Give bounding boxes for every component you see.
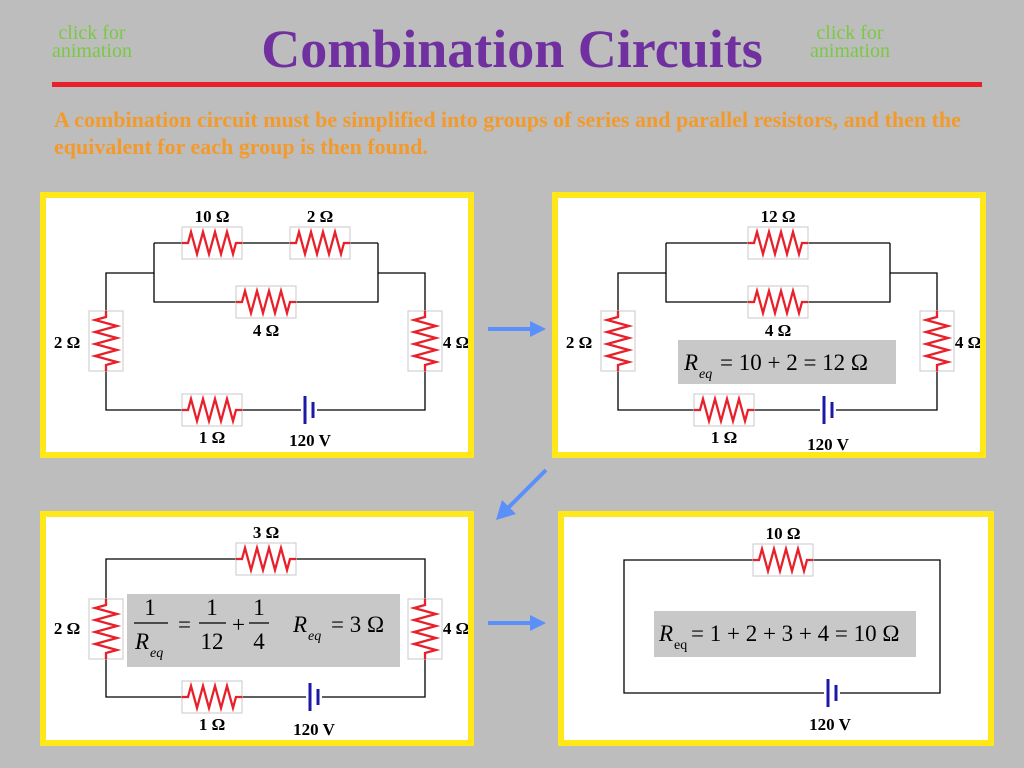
label-2-ohm-left: 2 Ω bbox=[54, 619, 80, 638]
equation-box: R eq = 1 + 2 + 3 + 4 = 10 Ω bbox=[654, 611, 916, 657]
label-1-ohm: 1 Ω bbox=[711, 428, 737, 447]
label-battery-voltage: 120 V bbox=[293, 720, 335, 739]
equation-rhs: = 10 + 2 = 12 Ω bbox=[720, 350, 868, 375]
resistor-3-ohm bbox=[235, 542, 297, 576]
resistor-4-ohm-right bbox=[407, 310, 443, 372]
label-battery-voltage: 120 V bbox=[807, 435, 849, 452]
label-4-ohm-middle: 4 Ω bbox=[253, 321, 279, 340]
resistor-2-ohm-top bbox=[289, 226, 351, 260]
arrow-down-left-icon bbox=[496, 468, 548, 520]
circuit-panel-final: 10 Ω 120 V R eq = 1 + 2 + 3 + 4 = 10 Ω bbox=[558, 511, 994, 746]
equation-subscript: eq bbox=[699, 367, 712, 382]
click-for-animation-link-left[interactable]: click for animation bbox=[52, 22, 132, 62]
label-2-ohm-top: 2 Ω bbox=[307, 207, 333, 226]
circuit-panel-step-1: 12 Ω 4 Ω 2 Ω 4 Ω 1 Ω 120 V R eq = 10 + 2… bbox=[552, 192, 986, 458]
fraction-2-denominator: 12 bbox=[201, 629, 224, 654]
fraction-2-numerator: 1 bbox=[206, 595, 218, 620]
label-1-ohm: 1 Ω bbox=[199, 715, 225, 734]
fraction-3-numerator: 1 bbox=[253, 595, 265, 620]
result-r: R bbox=[292, 612, 307, 637]
equation-r: R bbox=[683, 350, 698, 375]
fraction-1-denominator-r: R bbox=[134, 629, 149, 654]
label-battery-voltage: 120 V bbox=[289, 431, 331, 450]
arrow-right-icon bbox=[488, 615, 546, 631]
plus-sign: + bbox=[232, 612, 245, 637]
resistor-12-ohm bbox=[747, 226, 809, 260]
label-10-ohm: 10 Ω bbox=[195, 207, 230, 226]
resistor-4-ohm-middle bbox=[235, 285, 297, 319]
label-2-ohm-left: 2 Ω bbox=[566, 333, 592, 352]
resistor-1-ohm bbox=[693, 393, 755, 427]
link-line-2: animation bbox=[810, 40, 890, 62]
circuit-diagram-original: 10 Ω 2 Ω 4 Ω 2 Ω 4 Ω 1 Ω 120 V bbox=[54, 207, 468, 450]
intro-text: A combination circuit must be simplified… bbox=[54, 107, 961, 159]
battery-icon bbox=[308, 683, 320, 711]
circuit-panel-original: 10 Ω 2 Ω 4 Ω 2 Ω 4 Ω 1 Ω 120 V bbox=[40, 192, 474, 458]
link-line-1: click for bbox=[816, 22, 884, 44]
click-for-animation-link-right[interactable]: click for animation bbox=[810, 22, 890, 62]
circuit-panel-step-2: 3 Ω 2 Ω 4 Ω 1 Ω 120 V 1 R eq = 1 12 + 1 … bbox=[40, 511, 474, 746]
label-4-ohm-right: 4 Ω bbox=[955, 333, 980, 352]
circuit-diagram-final: 10 Ω 120 V R eq = 1 + 2 + 3 + 4 = 10 Ω bbox=[623, 524, 941, 734]
fraction-1-denominator-subscript: eq bbox=[150, 646, 163, 661]
equation-rhs: = 1 + 2 + 3 + 4 = 10 Ω bbox=[691, 621, 899, 646]
label-12-ohm: 12 Ω bbox=[761, 207, 796, 226]
arrow-right-icon bbox=[488, 321, 546, 337]
label-2-ohm-left: 2 Ω bbox=[54, 333, 80, 352]
equation-subscript: eq bbox=[674, 638, 687, 653]
resistor-2-ohm-left bbox=[88, 310, 124, 372]
equals-sign: = bbox=[178, 612, 191, 637]
battery-icon bbox=[822, 396, 834, 424]
equation-box: 1 R eq = 1 12 + 1 4 R eq = 3 Ω bbox=[127, 594, 400, 667]
fraction-1-numerator: 1 bbox=[144, 595, 156, 620]
label-4-ohm-right: 4 Ω bbox=[443, 333, 468, 352]
result-value: = 3 Ω bbox=[331, 612, 384, 637]
link-line-1: click for bbox=[58, 22, 126, 44]
resistor-4-ohm-middle bbox=[747, 285, 809, 319]
label-10-ohm: 10 Ω bbox=[766, 524, 801, 543]
resistor-2-ohm-left bbox=[88, 598, 124, 660]
equation-box: R eq = 10 + 2 = 12 Ω bbox=[678, 340, 896, 384]
circuit-diagram-step-1: 12 Ω 4 Ω 2 Ω 4 Ω 1 Ω 120 V R eq = 10 + 2… bbox=[566, 207, 980, 452]
resistor-2-ohm-left bbox=[600, 310, 636, 372]
battery-icon bbox=[826, 679, 838, 707]
resistor-4-ohm-right bbox=[407, 598, 443, 660]
label-1-ohm: 1 Ω bbox=[199, 428, 225, 447]
label-4-ohm-right: 4 Ω bbox=[443, 619, 468, 638]
equation-r: R bbox=[658, 621, 673, 646]
circuit-diagram-step-2: 3 Ω 2 Ω 4 Ω 1 Ω 120 V 1 R eq = 1 12 + 1 … bbox=[54, 523, 468, 739]
title-divider bbox=[52, 82, 982, 87]
resistor-10-ohm bbox=[181, 226, 243, 260]
link-line-2: animation bbox=[52, 40, 132, 62]
resistor-4-ohm-right bbox=[919, 310, 955, 372]
label-4-ohm-middle: 4 Ω bbox=[765, 321, 791, 340]
resistor-10-ohm bbox=[752, 543, 814, 577]
resistor-1-ohm bbox=[181, 680, 243, 714]
result-subscript: eq bbox=[308, 629, 321, 644]
page-title: Combination Circuits bbox=[261, 19, 763, 79]
resistor-1-ohm bbox=[181, 393, 243, 427]
battery-icon bbox=[303, 396, 315, 424]
fraction-3-denominator: 4 bbox=[253, 629, 265, 654]
label-3-ohm: 3 Ω bbox=[253, 523, 279, 542]
label-battery-voltage: 120 V bbox=[809, 715, 851, 734]
